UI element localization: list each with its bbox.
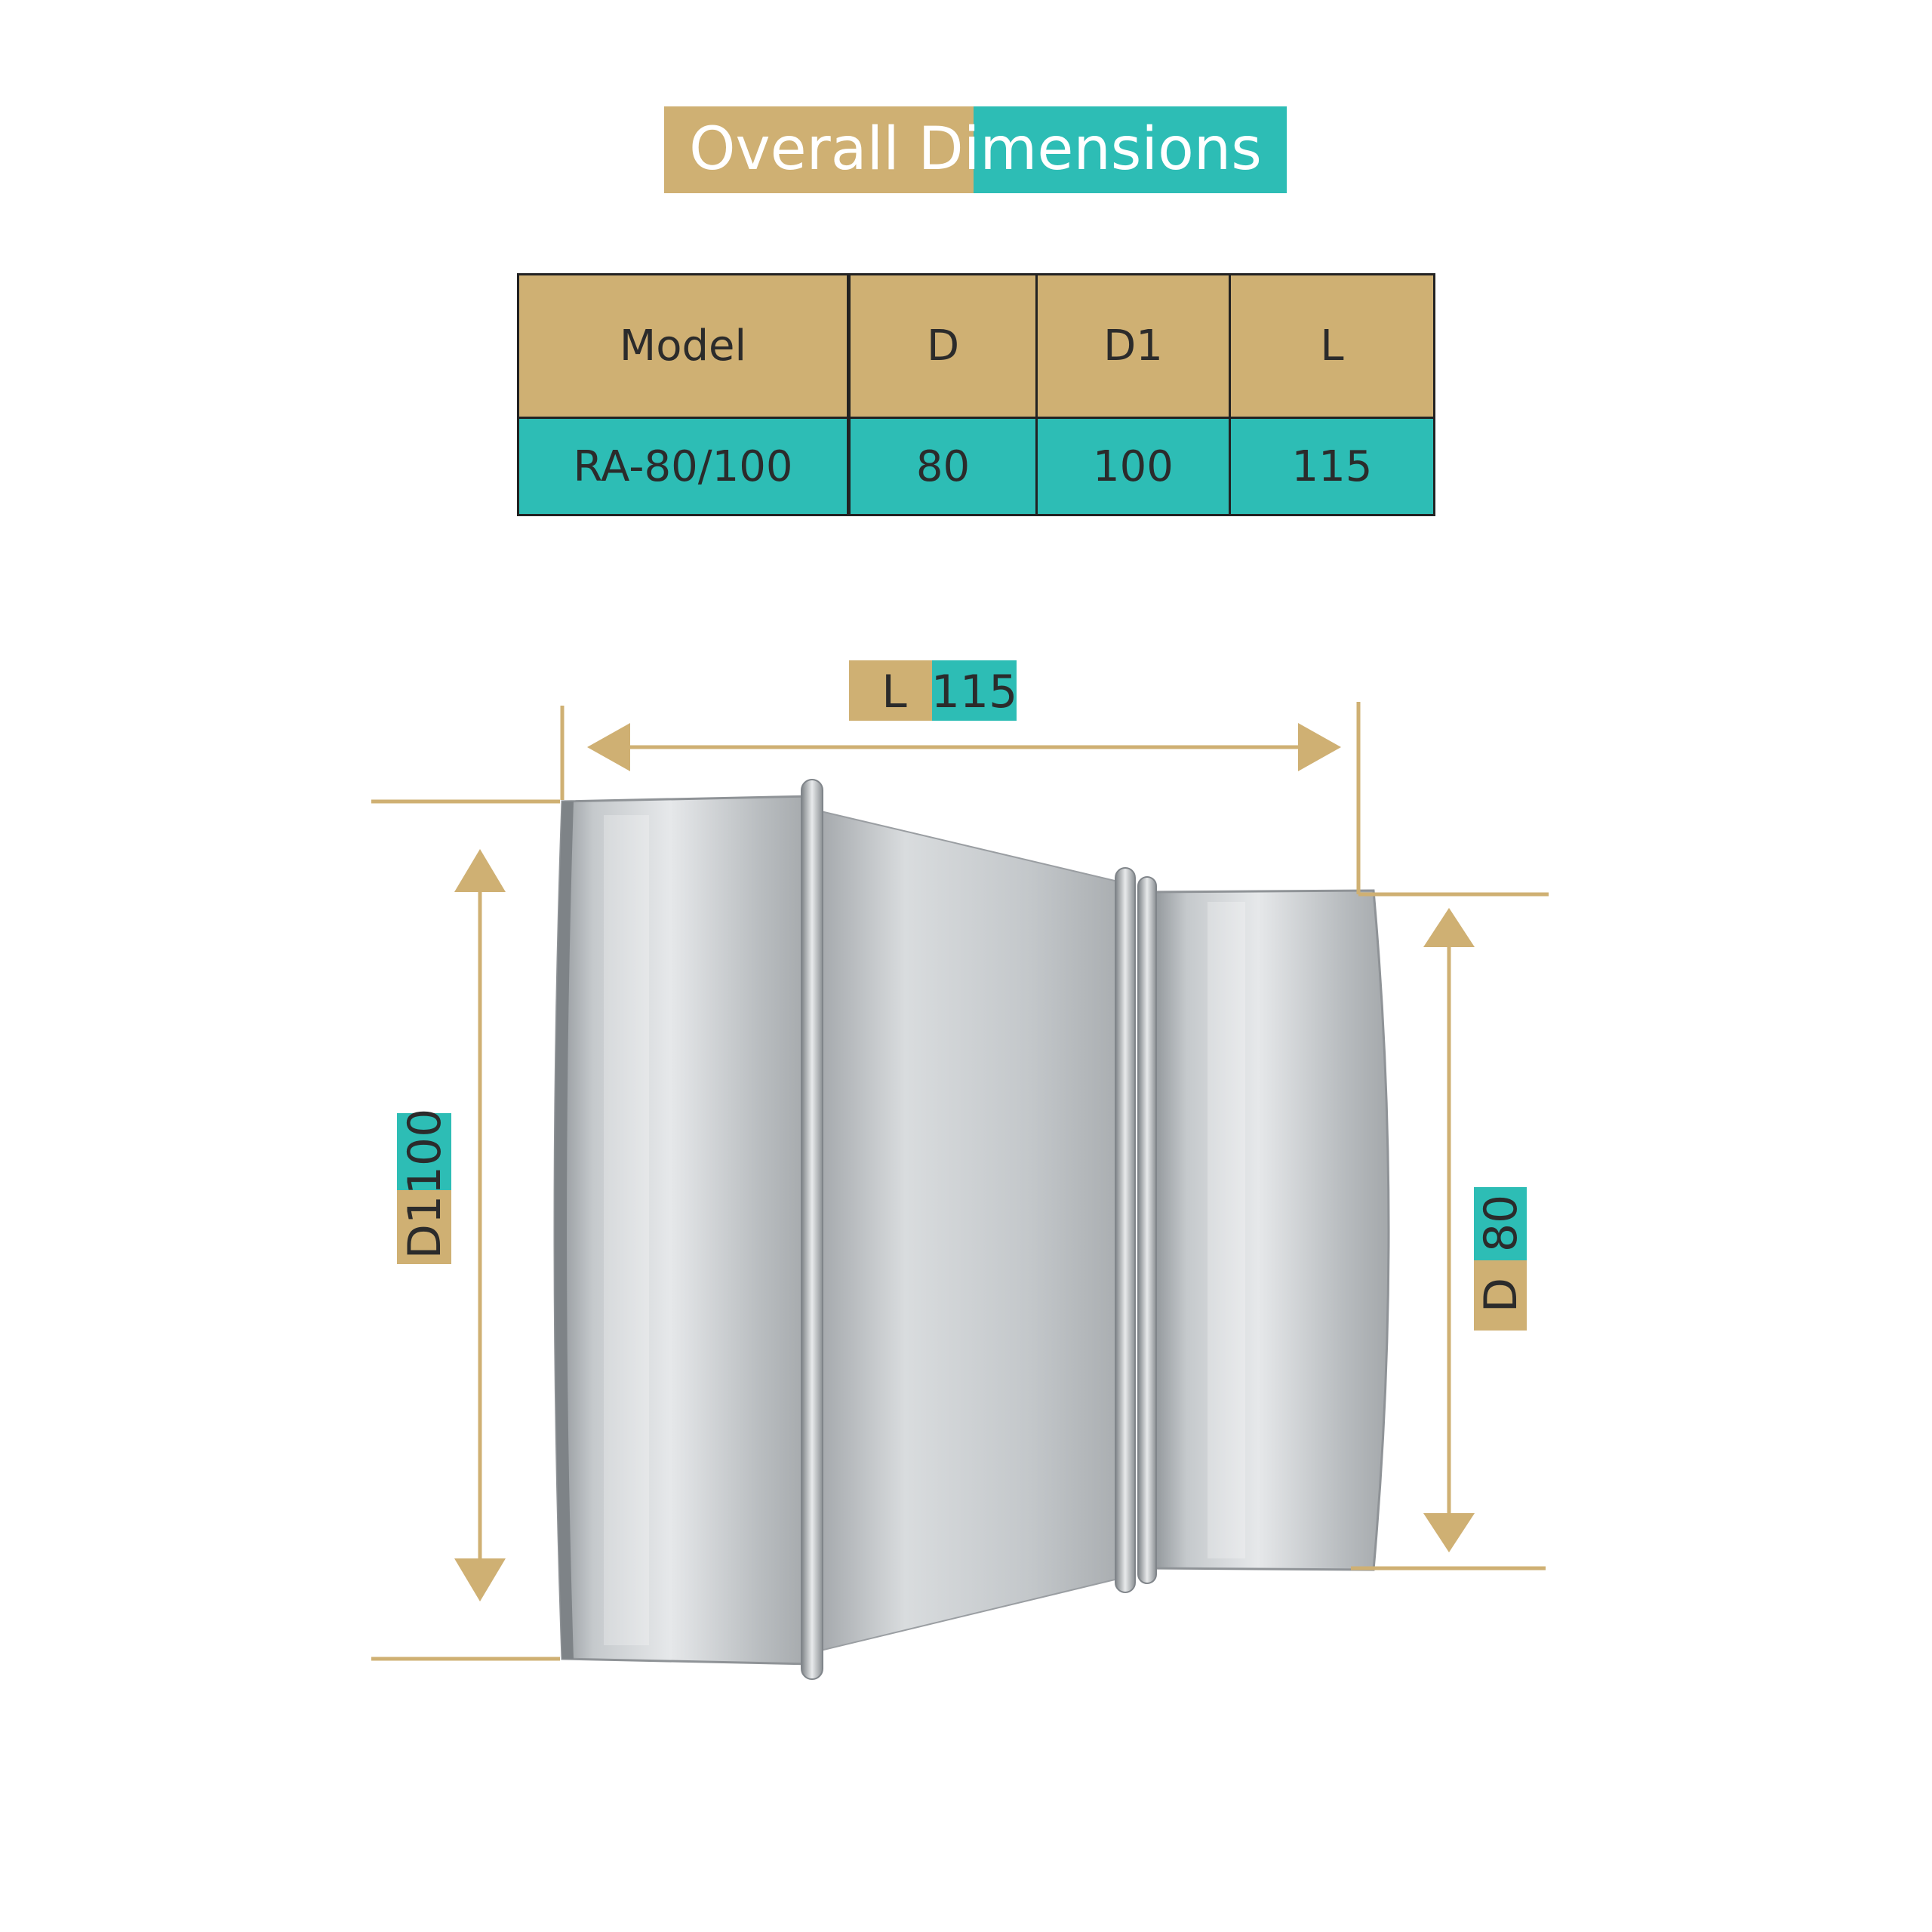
title-bg-gold [664, 106, 974, 193]
label-l-name: L [881, 666, 907, 718]
table-row: RA-80/100 80 100 115 [517, 417, 1435, 516]
label-d-value: 80 [1475, 1195, 1527, 1252]
label-d1-value: 100 [398, 1109, 451, 1195]
large-bead [801, 779, 823, 1680]
small-collar [1149, 889, 1390, 1571]
label-l-value: 115 [931, 666, 1018, 718]
reducer-fitting [553, 779, 1390, 1680]
title-bg-teal [974, 106, 1287, 193]
large-collar [553, 795, 813, 1666]
dimensions-table: Model D D1 L RA-80/100 80 100 115 [517, 273, 1435, 516]
page-title: Overall Dimensions [689, 115, 1262, 183]
cell-l: 115 [1229, 417, 1435, 516]
arrowhead-d1-bottom [454, 1558, 506, 1601]
label-d-bg-gold [1474, 1260, 1527, 1331]
dimension-d1: D1 100 [371, 799, 560, 1661]
table-header-row: Model D D1 L [517, 273, 1435, 419]
header-model: Model [517, 273, 851, 419]
dimension-l: L 115 [560, 660, 1361, 894]
label-l-bg-gold [849, 660, 932, 721]
highlight-strip-2 [1208, 902, 1245, 1558]
small-bead-2 [1137, 876, 1157, 1584]
label-d1-bg-gold [397, 1190, 451, 1264]
label-d1-name: D1 [398, 1195, 451, 1259]
arrowhead-left [587, 723, 630, 771]
arrowhead-right [1298, 723, 1341, 771]
label-d1-bg-teal [397, 1113, 451, 1190]
cone-section [811, 808, 1125, 1654]
arrowhead-d1-top [454, 849, 506, 892]
dimension-d: D 80 [1351, 892, 1549, 1571]
cell-d1: 100 [1035, 417, 1231, 516]
highlight-strip [604, 815, 649, 1645]
header-l: L [1229, 273, 1435, 419]
header-d: D [848, 273, 1038, 419]
label-d-bg-teal [1474, 1187, 1527, 1260]
arrowhead-d-bottom [1423, 1513, 1475, 1552]
title-banner: Overall Dimensions [664, 106, 1287, 193]
arrowhead-d-top [1423, 908, 1475, 947]
cell-d: 80 [848, 417, 1038, 516]
large-end-rim [555, 801, 574, 1659]
cell-model: RA-80/100 [517, 417, 851, 516]
label-d-name: D [1475, 1278, 1527, 1312]
label-l-bg-teal [932, 660, 1017, 721]
small-bead-1 [1115, 867, 1136, 1593]
header-d1: D1 [1035, 273, 1231, 419]
